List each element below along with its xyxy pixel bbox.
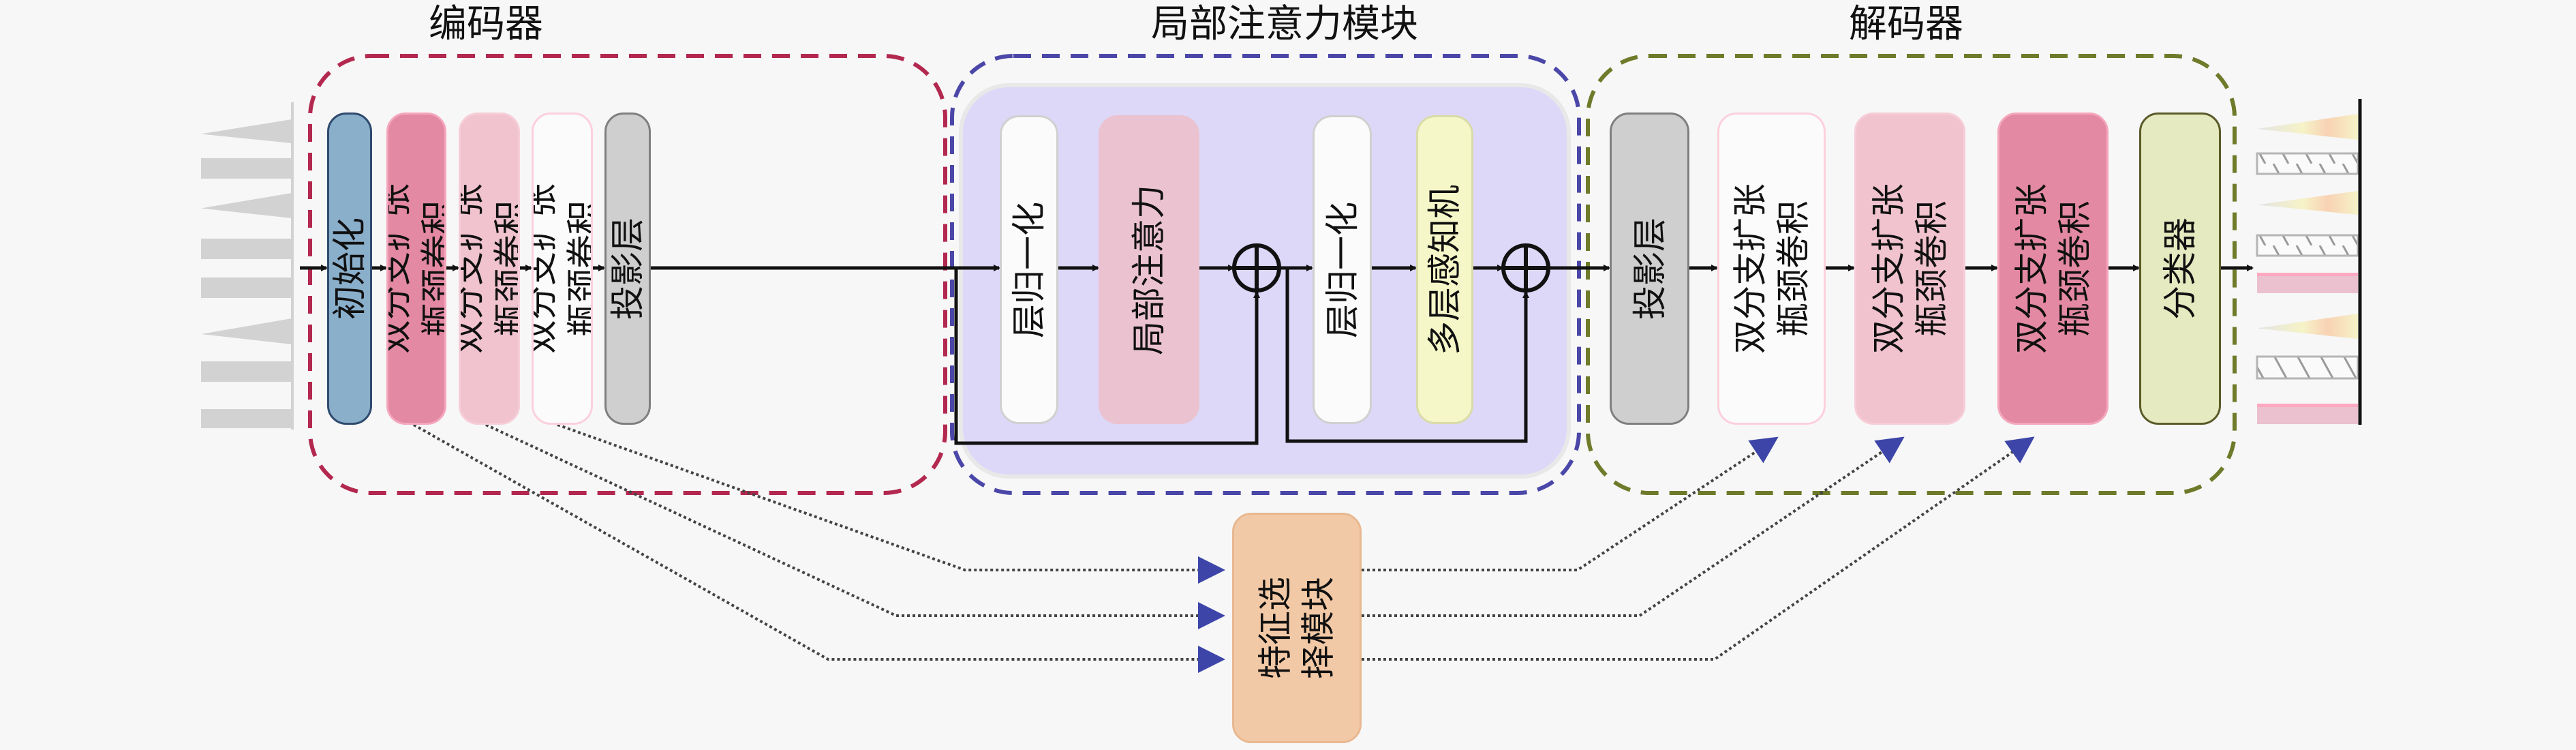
sum-2-icon — [1501, 243, 1550, 292]
output-pink-edge — [2257, 404, 2358, 407]
sum-1-icon — [1232, 243, 1281, 292]
attention-mlp: 多层感知机 — [1416, 115, 1473, 424]
attention-group-border — [950, 54, 1581, 495]
output-cone-shape — [2257, 191, 2358, 215]
block-label-line2: 瓶颈卷积 — [2054, 200, 2094, 337]
decoder-dbb-conv-block-3: 双分支扩张瓶颈卷积 — [1997, 112, 2109, 425]
input-rect-shape — [201, 361, 292, 382]
block-label: 局部注意力 — [1129, 184, 1169, 355]
block-label: 初始化 — [329, 217, 369, 320]
output-hatched-shape — [2256, 355, 2359, 380]
input-rect-shape — [201, 239, 292, 259]
output-pink-edge — [2257, 273, 2358, 276]
block-label: 多层感知机 — [1424, 184, 1465, 355]
block-label-line1: 双分支扩张 — [1730, 183, 1770, 354]
decoder-projection-block: 投影层 — [1610, 112, 1689, 425]
block-label-line1: 双分支扩张 — [386, 183, 415, 354]
block-label: 投影层 — [1629, 217, 1670, 320]
output-hatched-shape — [2256, 234, 2359, 257]
attention-local-attention: 局部注意力 — [1099, 115, 1199, 424]
attention-layernorm-2: 层归一化 — [1313, 115, 1372, 424]
encoder-init-block: 初始化 — [327, 112, 372, 425]
skip-connection-2 — [1285, 268, 1529, 443]
fs-output-to-decoder-conv2 — [1362, 436, 1905, 617]
encoder-group-border — [308, 54, 947, 495]
input-triangle-shape — [201, 119, 292, 143]
input-rect-shape — [201, 278, 292, 298]
block-label-line1: 双分支扩张 — [459, 183, 488, 354]
block-label-line2: 瓶颈卷积 — [418, 200, 446, 337]
block-label: 层归一化 — [1322, 201, 1362, 338]
block-label-line2: 瓶颈卷积 — [491, 200, 520, 337]
block-label-line1: 双分支扩张 — [2012, 183, 2051, 354]
block-label-line1: 双分支扩张 — [532, 183, 561, 354]
attention-layernorm-1: 层归一化 — [1000, 115, 1058, 424]
decoder-classifier-block: 分类器 — [2139, 112, 2221, 425]
encoder-dbb-conv-block-1: 双分支扩张瓶颈卷积 — [386, 112, 446, 425]
encoder-title: 编码器 — [429, 2, 543, 46]
attention-module-title: 局部注意力模块 — [1151, 2, 1418, 46]
fs-input-from-encoder-conv1 — [413, 423, 1225, 673]
encoder-dbb-conv-block-3: 双分支扩张瓶颈卷积 — [532, 112, 593, 425]
decoder-dbb-conv-block-1: 双分支扩张瓶颈卷积 — [1717, 112, 1826, 425]
input-rect-shape — [201, 409, 292, 428]
skip-connection-1 — [954, 268, 1260, 445]
output-cone-shape — [2257, 114, 2358, 140]
block-label: 层归一化 — [1009, 201, 1049, 338]
block-label-line2: 瓶颈卷积 — [1911, 200, 1951, 337]
block-label-line2: 择模块 — [1298, 577, 1338, 679]
block-label-line1: 双分支扩张 — [1869, 183, 1908, 354]
fs-output-to-decoder-conv1 — [1362, 436, 1779, 571]
decoder-title: 解码器 — [1849, 2, 1963, 46]
decoder-dbb-conv-block-2: 双分支扩张瓶颈卷积 — [1854, 112, 1965, 425]
input-triangle-shape — [201, 193, 292, 218]
decoder-group-border — [1586, 54, 2237, 495]
block-label: 投影层 — [607, 217, 647, 320]
fs-input-from-encoder-conv3 — [557, 423, 1225, 584]
encoder-projection-block: 投影层 — [604, 112, 651, 425]
block-label-line1: 特征选 — [1255, 577, 1295, 679]
encoder-dbb-conv-block-2: 双分支扩张瓶颈卷积 — [459, 112, 520, 425]
feature-selection-module: 特征选择模块 — [1232, 513, 1362, 743]
block-label-line2: 瓶颈卷积 — [1773, 200, 1813, 337]
input-triangle-shape — [201, 318, 292, 344]
input-rect-shape — [201, 158, 292, 179]
output-cone-shape — [2257, 314, 2358, 339]
block-label-line2: 瓶颈卷积 — [564, 200, 593, 337]
output-hatched-shape — [2256, 152, 2359, 175]
block-label: 分类器 — [2160, 217, 2200, 320]
